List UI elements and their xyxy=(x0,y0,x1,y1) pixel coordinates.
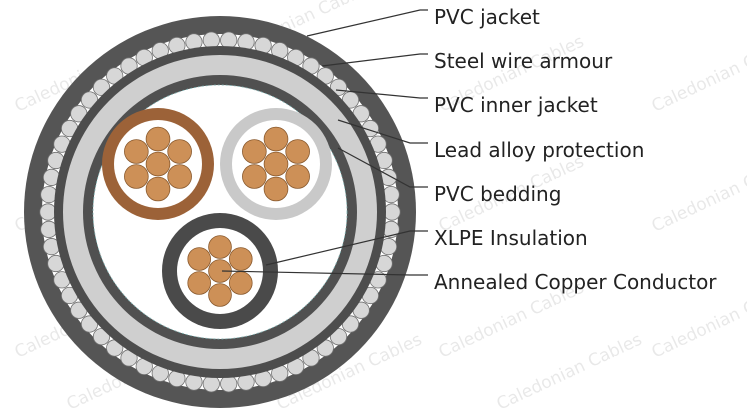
cable-section xyxy=(24,16,416,408)
armour-wire xyxy=(220,375,238,393)
leader-steel-wire-armour xyxy=(321,53,428,67)
label-steel-wire-armour: Steel wire armour xyxy=(434,49,613,73)
filler-dash-outline xyxy=(92,84,348,340)
label-xlpe-insulation: XLPE Insulation xyxy=(434,226,588,250)
watermark-text: Caledonian Cables xyxy=(649,152,747,237)
copper-strand xyxy=(187,271,212,295)
core-2-strands xyxy=(242,126,310,202)
armour-wire xyxy=(202,375,220,393)
label-annealed-copper-conductor: Annealed Copper Conductor xyxy=(434,270,717,294)
core-3-strands xyxy=(187,235,253,307)
leader-copper-conductor xyxy=(221,270,428,276)
leader-pvc-bedding xyxy=(337,147,428,188)
armour-wire xyxy=(202,31,220,49)
armour-wire xyxy=(220,31,238,49)
copper-strand xyxy=(228,271,253,295)
copper-strand xyxy=(285,139,310,164)
copper-strand xyxy=(208,283,232,307)
armour-wire xyxy=(92,78,111,96)
copper-strand xyxy=(242,139,267,164)
copper-strand xyxy=(208,235,232,259)
leader-pvc-jacket xyxy=(306,9,428,37)
core-2 xyxy=(220,108,332,220)
label-pvc-bedding: PVC bedding xyxy=(434,182,561,206)
label-pvc-inner-jacket: PVC inner jacket xyxy=(434,93,598,117)
copper-strand xyxy=(242,164,267,189)
layer-labels: PVC jacket Steel wire armour PVC inner j… xyxy=(434,5,717,294)
leader-pvc-inner-jacket xyxy=(335,89,428,99)
copper-strand xyxy=(167,164,192,189)
copper-strand xyxy=(263,151,289,177)
copper-strand xyxy=(167,139,192,164)
copper-strand xyxy=(263,126,289,152)
copper-strand xyxy=(228,247,253,271)
copper-strand xyxy=(263,176,289,202)
armour-wire xyxy=(329,78,348,96)
armour-wire xyxy=(383,203,401,221)
leader-lines xyxy=(221,9,428,276)
leader-xlpe-insulation xyxy=(265,230,428,266)
leader-lead-alloy xyxy=(337,119,428,144)
copper-strand xyxy=(145,176,171,202)
core-1 xyxy=(102,108,214,220)
label-pvc-jacket: PVC jacket xyxy=(434,5,540,29)
copper-strand xyxy=(187,247,212,271)
steel-wire-armour-ring xyxy=(39,31,401,393)
armour-wire xyxy=(39,203,57,221)
copper-strand xyxy=(285,164,310,189)
armour-wire xyxy=(92,328,111,346)
core-1-strands xyxy=(124,126,192,202)
copper-strand xyxy=(124,139,149,164)
copper-strand xyxy=(145,151,171,177)
core-3 xyxy=(162,213,278,329)
copper-strand xyxy=(124,164,149,189)
watermark-text: Caledonian Cables xyxy=(649,32,747,117)
watermark-text: Caledonian Cables xyxy=(494,330,646,410)
armour-wire xyxy=(329,328,348,346)
label-lead-alloy-protection: Lead alloy protection xyxy=(434,138,644,162)
copper-strand xyxy=(145,126,171,152)
